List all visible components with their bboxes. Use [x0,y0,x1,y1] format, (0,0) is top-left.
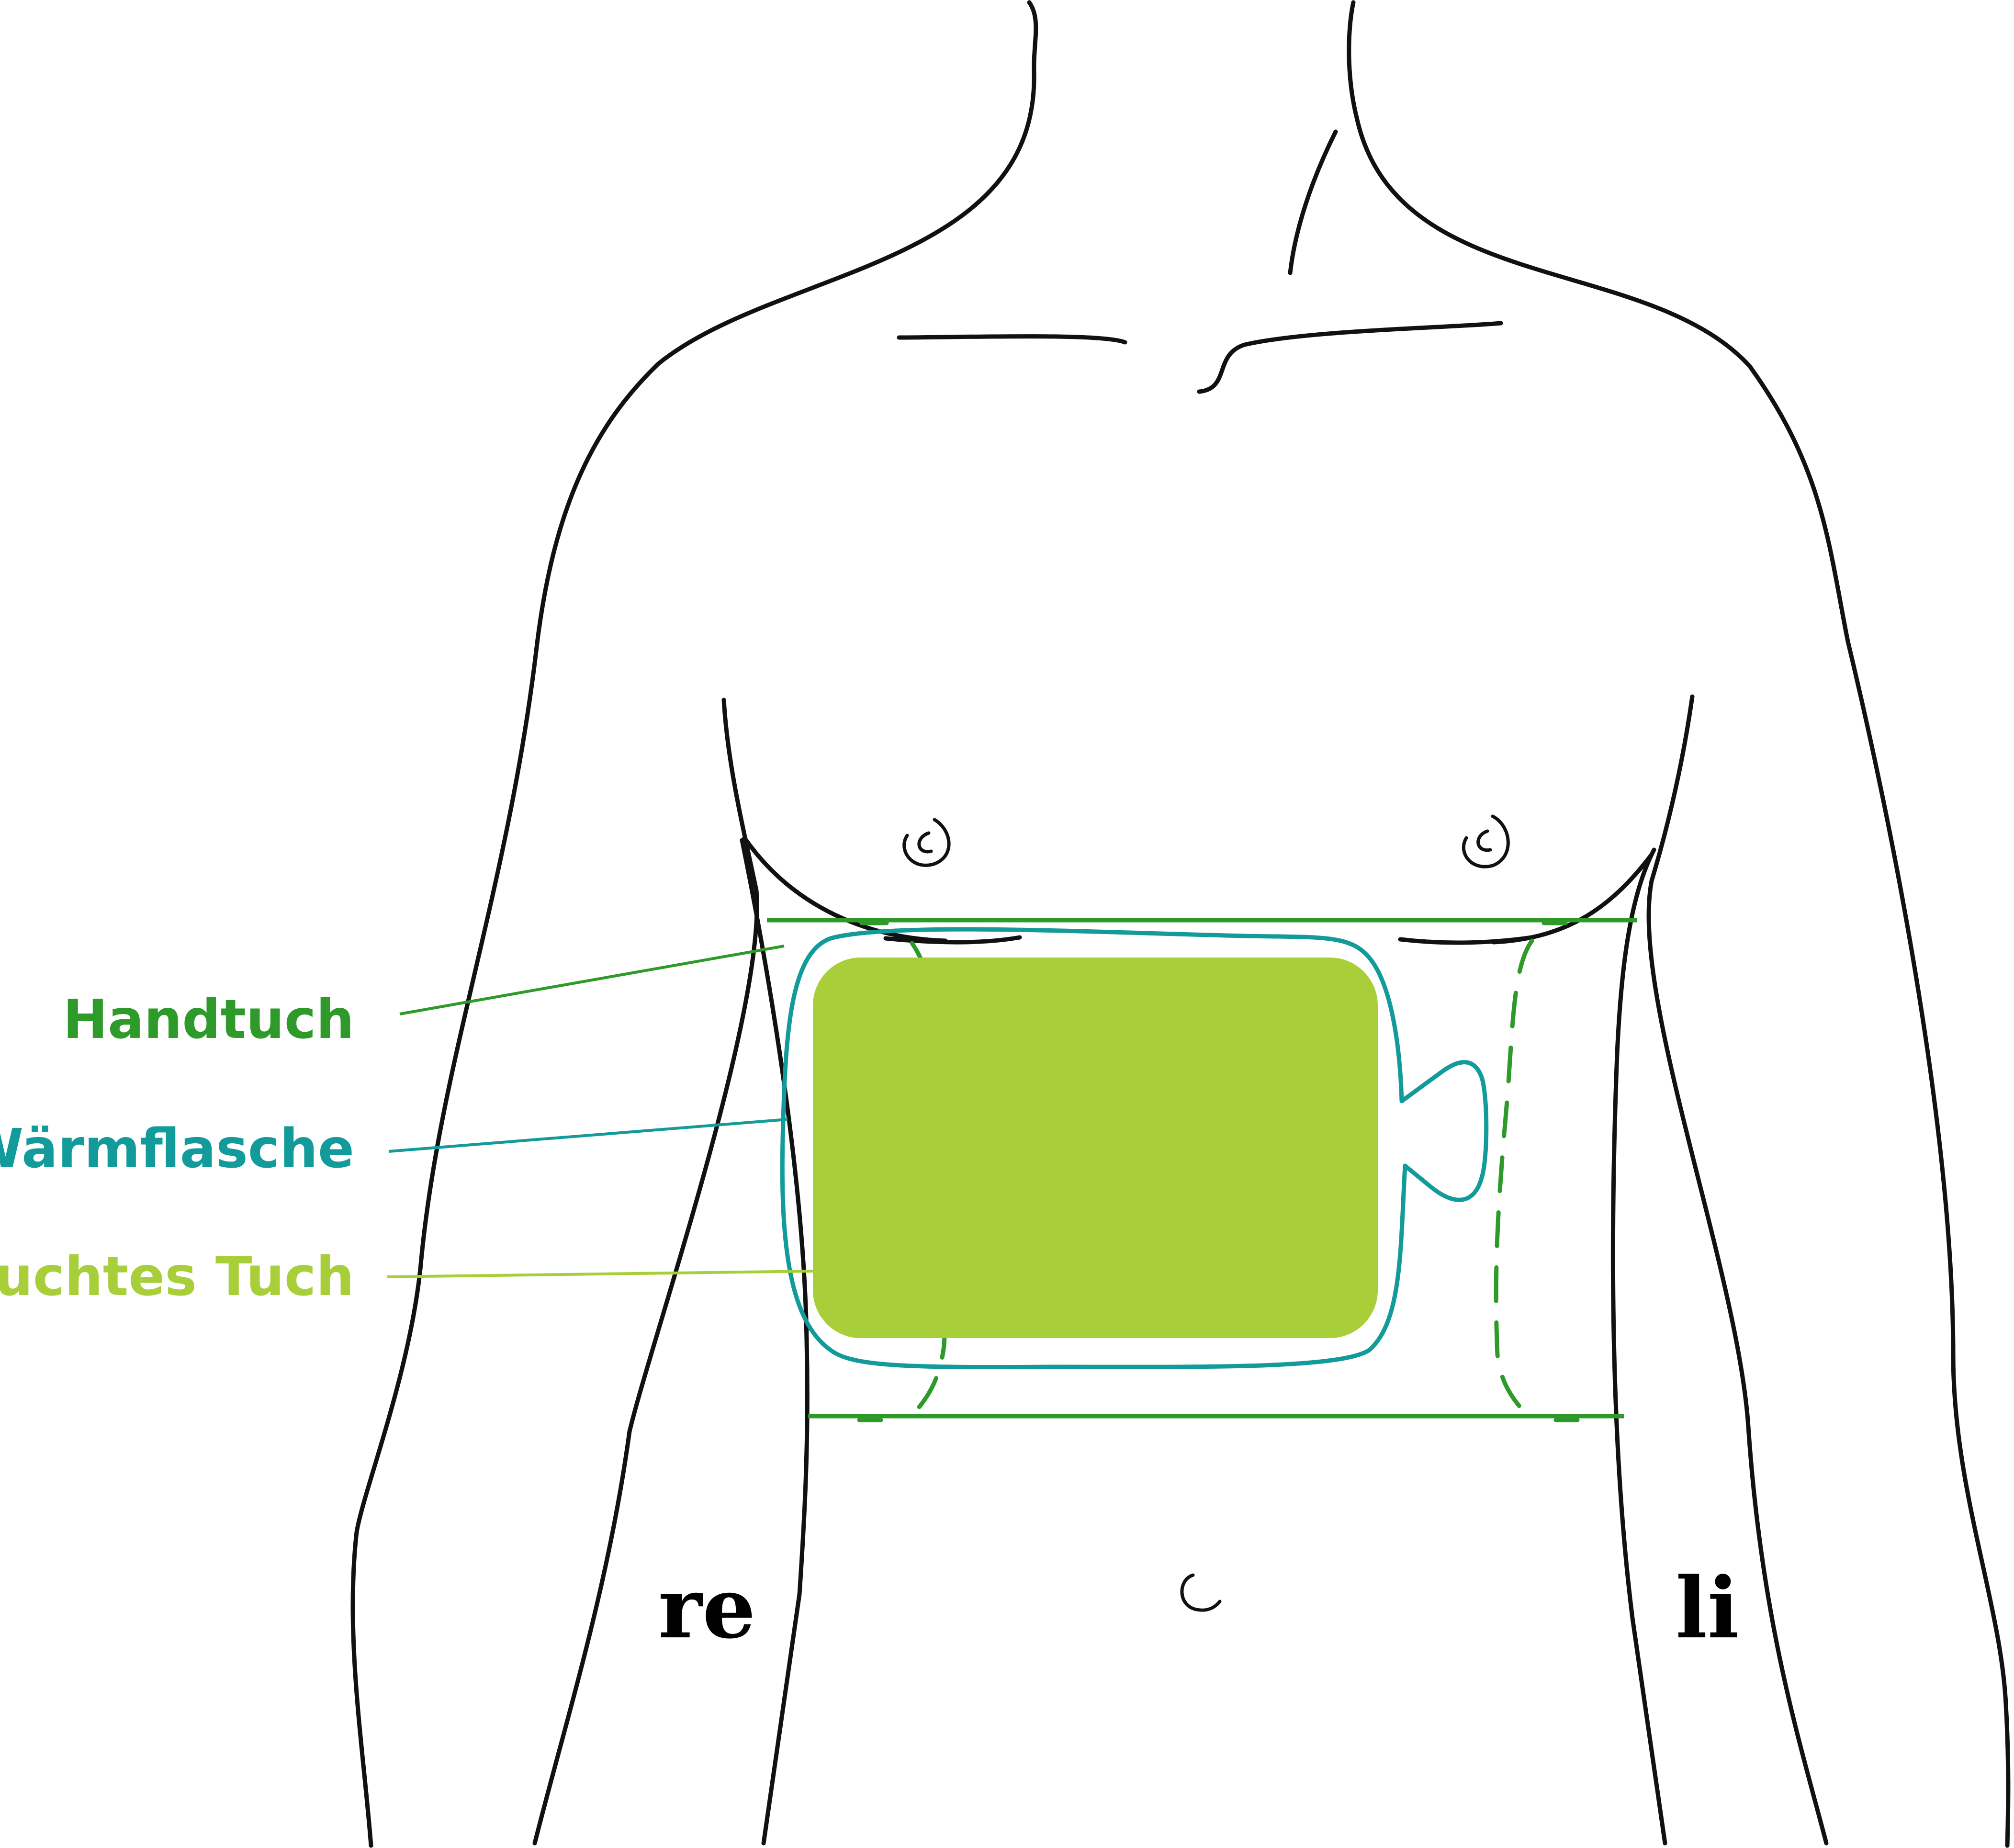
right-torso-side-line [740,838,810,1846]
handtuch-label: Handtuch [63,989,354,1051]
feuchtes-tuch-cloth [813,958,1378,1338]
towel-left-fold-dashed [1494,938,1534,1412]
sternum-lower-right-line [883,935,1022,945]
left-torso-side-line [1610,847,1667,1846]
left-side-label: li [1676,1559,1739,1657]
waermflasche-leader-line [388,1118,788,1153]
sternum-lower-left-line [1398,935,1534,945]
feuchtes-tuch-leader-line [386,1270,814,1278]
right-pectoral-line [742,835,948,943]
waermflasche-bottle [780,927,1489,1370]
right-arm-outer-line [350,0,1038,1848]
body-features [902,814,1510,1612]
right-side-label: re [658,1559,756,1657]
label-leaders [386,945,814,1278]
left-arm-outer-line [1347,0,2011,1848]
right-clavicle-line [897,334,1127,345]
left-nipple [1462,814,1510,868]
right-inner-arm-line [532,698,759,1846]
neck-tendon-line [1288,129,1338,275]
navel [1180,1573,1222,1612]
handtuch-leader-line [399,945,785,1015]
body-outline [350,0,2011,1848]
left-inner-arm-line [1646,694,1829,1846]
feuchtes-tuch-label: feuchtes Tuch [0,1246,354,1308]
right-nipple [902,818,951,867]
left-clavicle-line [1197,321,1503,394]
waermflasche-label: Wärmflasche [0,1118,354,1180]
